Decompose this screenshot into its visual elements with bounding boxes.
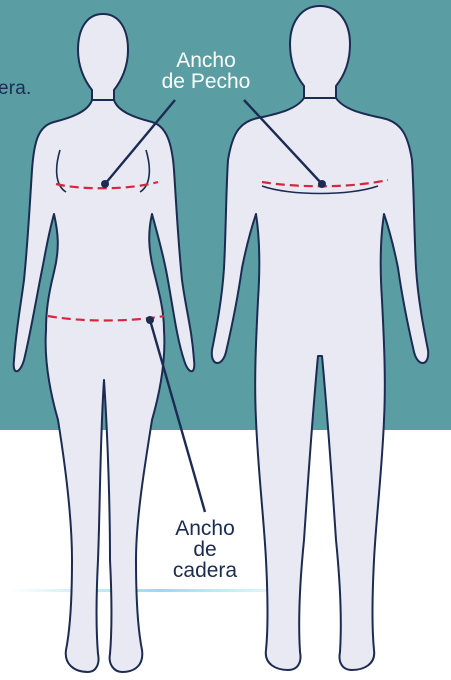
hip-label-line-1: Ancho: [155, 518, 255, 539]
hip-leader-line: [150, 320, 205, 512]
chest-width-label: Ancho de Pecho: [140, 50, 272, 92]
hip-label-line-2: de: [155, 539, 255, 560]
floor-glow-line: [10, 589, 310, 592]
chest-label-line-1: Ancho: [140, 50, 272, 71]
hip-width-label: Ancho de cadera: [155, 518, 255, 581]
female-head: [78, 14, 128, 104]
female-hip-point: [146, 316, 154, 324]
chest-label-line-2: de Pecho: [140, 71, 272, 92]
male-head: [290, 6, 350, 100]
hip-label-line-3: cadera: [155, 560, 255, 581]
female-chest-point: [101, 180, 109, 188]
male-chest-point: [318, 180, 326, 188]
